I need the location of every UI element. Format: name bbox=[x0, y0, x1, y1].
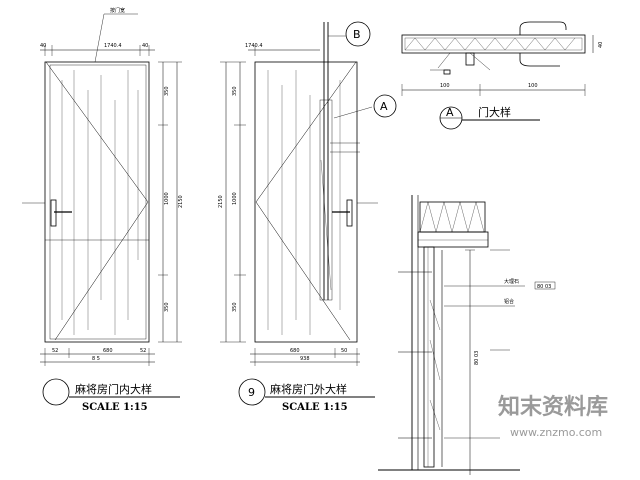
watermark-url: www.znzmo.com bbox=[510, 426, 602, 439]
outer-dim-left-3: 350 bbox=[232, 302, 238, 312]
inner-scale: SCALE 1:15 bbox=[82, 402, 148, 413]
outer-dim-bottom-1: 680 bbox=[290, 348, 300, 354]
inner-dim-bottom-2: 680 bbox=[103, 348, 113, 354]
detail-dim-1: 100 bbox=[440, 83, 450, 89]
inner-dim-right-1: 350 bbox=[164, 86, 170, 96]
outer-total-height: 2150 bbox=[218, 195, 224, 208]
door-detail-plan bbox=[401, 21, 594, 96]
detail-side-dim: 40 bbox=[598, 42, 604, 48]
section-label-2: 80 03 bbox=[537, 284, 551, 290]
outer-dim-bottom-2: 50 bbox=[341, 348, 347, 354]
inner-total-height: 2150 bbox=[178, 195, 184, 208]
section-label-1: 大理石 bbox=[504, 278, 519, 285]
callout-a-label: A bbox=[380, 100, 388, 113]
outer-caption: 麻将房门外大样 bbox=[270, 382, 347, 396]
section-height-dim: 80 03 bbox=[474, 351, 480, 365]
outer-scale: SCALE 1:15 bbox=[282, 402, 348, 413]
inner-dim-top-3: 40 bbox=[142, 43, 148, 49]
outer-dim-left-2: 1000 bbox=[232, 192, 238, 205]
outer-dim-bottom-total: 938 bbox=[300, 356, 310, 362]
outer-top-label: 1740.4 bbox=[245, 43, 263, 49]
door-outline bbox=[44, 61, 150, 343]
detail-callout-label: A bbox=[446, 106, 454, 119]
inner-caption: 麻将房门内大样 bbox=[75, 382, 152, 396]
inner-dim-bottom-1: 52 bbox=[52, 348, 58, 354]
section-tag-box bbox=[534, 281, 556, 290]
door-elevation-inner bbox=[22, 13, 182, 366]
detail-dim-2: 100 bbox=[528, 83, 538, 89]
inner-top-label: 按门宽 bbox=[110, 7, 125, 14]
inner-dim-bottom-total: 8 5 bbox=[92, 356, 100, 362]
callout-b-label: B bbox=[353, 28, 361, 41]
section-label-3: 铝合 bbox=[504, 298, 514, 305]
door-outline bbox=[254, 61, 358, 343]
outer-number: 9 bbox=[248, 386, 255, 399]
inner-callout-circle bbox=[42, 378, 70, 406]
inner-dim-bottom-3: 52 bbox=[140, 348, 146, 354]
callout-a-circle bbox=[373, 94, 397, 118]
callout-b-circle bbox=[345, 21, 371, 47]
watermark-brand: 知末资料库 bbox=[498, 394, 608, 420]
door-handle bbox=[346, 199, 353, 227]
inner-dim-top-1: 40 bbox=[40, 43, 46, 49]
outer-dim-left-1: 350 bbox=[232, 86, 238, 96]
door-handle bbox=[50, 199, 57, 227]
detail-title: 门大样 bbox=[478, 105, 511, 119]
wall-section bbox=[378, 195, 525, 475]
door-elevation-outer bbox=[220, 22, 378, 366]
inner-dim-right-2: 1000 bbox=[164, 192, 170, 205]
outer-callout-circle bbox=[238, 378, 266, 406]
inner-dim-top-2: 1740.4 bbox=[104, 43, 122, 49]
inner-dim-right-3: 350 bbox=[164, 302, 170, 312]
